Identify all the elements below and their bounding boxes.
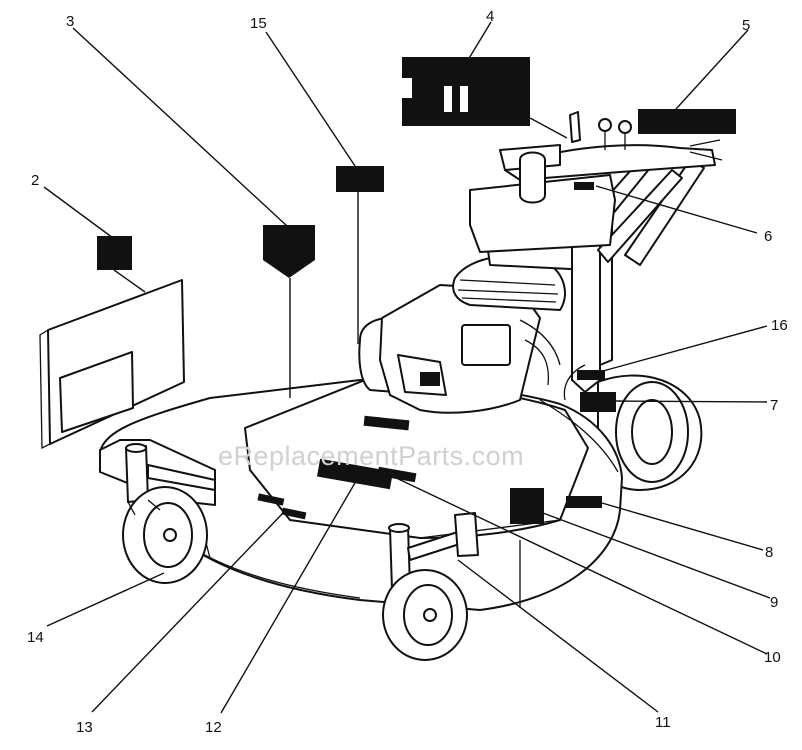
callout-5: 5 <box>742 17 750 34</box>
front-left-caster <box>122 443 216 584</box>
engine <box>358 254 566 414</box>
mower-deck <box>99 378 623 611</box>
callout-10: 10 <box>764 649 781 666</box>
callout-8: 8 <box>765 544 773 561</box>
watermark-text: eReplacementParts.com <box>218 441 524 471</box>
decal-15 <box>336 166 384 192</box>
callout-7: 7 <box>770 397 778 414</box>
front-right-caster <box>382 512 479 661</box>
callout-2: 2 <box>31 172 39 189</box>
callout-4: 4 <box>486 8 494 25</box>
machine-decals <box>257 182 616 524</box>
handle-frame <box>469 111 723 401</box>
operator-manual <box>39 236 185 450</box>
callout-16: 16 <box>771 317 788 334</box>
loose-decals <box>39 57 736 450</box>
callout-15: 15 <box>250 15 267 32</box>
callout-numbers: 2 3 4 5 6 7 8 9 10 11 12 13 14 15 16 <box>27 8 788 736</box>
shield-decal <box>263 225 315 278</box>
callout-12: 12 <box>205 719 222 736</box>
leader-lines <box>43 21 771 714</box>
callout-14: 14 <box>27 629 44 646</box>
decal-4 <box>402 57 530 126</box>
callout-9: 9 <box>770 594 778 611</box>
callout-13: 13 <box>76 719 93 736</box>
callout-11: 11 <box>655 714 671 731</box>
mower-illustration <box>99 111 723 661</box>
callout-6: 6 <box>764 228 772 245</box>
decal-5 <box>638 109 736 134</box>
rear-wheel <box>596 374 703 491</box>
callout-3: 3 <box>66 13 74 30</box>
